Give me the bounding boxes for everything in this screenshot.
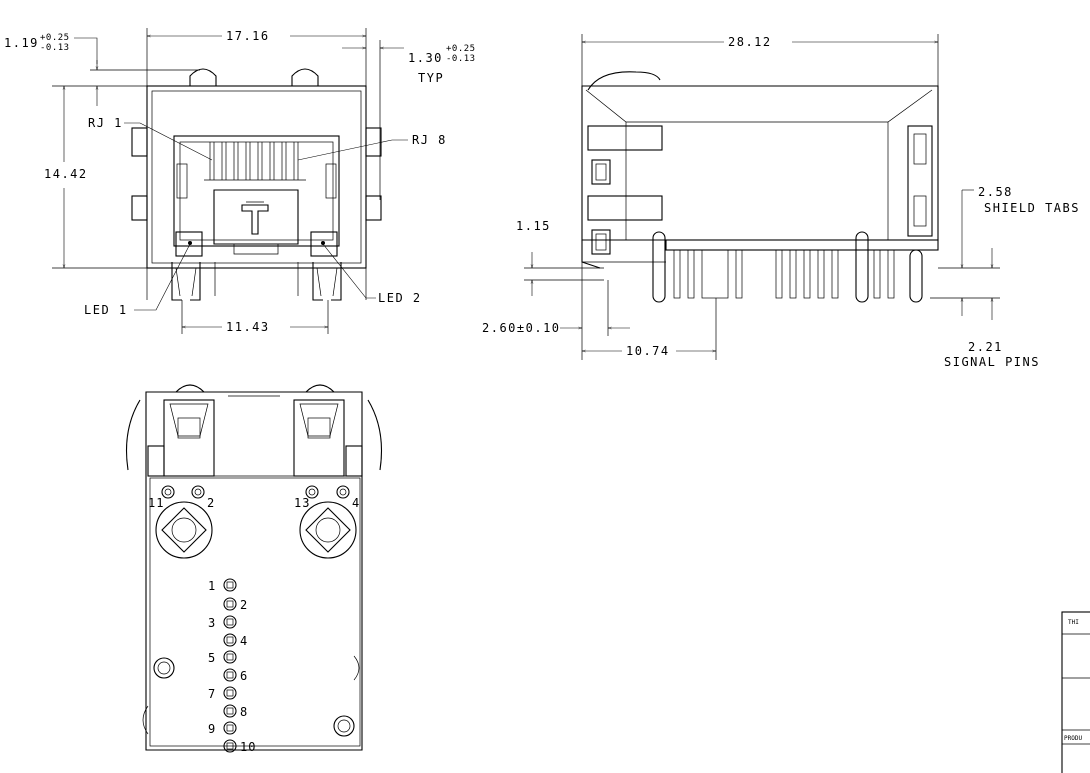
pin-label-2: 2 [240, 598, 248, 612]
led-pin-13: 13 [294, 496, 310, 510]
title-block: THI PRODU [1061, 611, 1090, 773]
dim-offset-label: 2.60±0.10 [482, 321, 561, 335]
pin-label-4: 4 [240, 634, 248, 648]
pin-label-3: 3 [208, 616, 216, 630]
label-rj8: RJ 8 [412, 133, 447, 147]
dim-tol-right-note: TYP [418, 71, 444, 85]
dim-tol-right-value: 1.30 [408, 51, 443, 65]
pin-label-5: 5 [208, 651, 216, 665]
dim-width-label: 17.16 [226, 29, 270, 43]
led-pin-4: 4 [352, 496, 360, 510]
pin-label-6: 6 [240, 669, 248, 683]
signal-pins-side [673, 249, 923, 303]
led-pin-2: 2 [207, 496, 215, 510]
dim-tol-right-plus: +0.25 [446, 44, 476, 54]
dim-shield-tabs-label: SHIELD TABS [984, 201, 1080, 215]
pin-label-7: 7 [208, 687, 216, 701]
dim-tol-left-plus: +0.25 [40, 33, 70, 43]
dim-signal-pins-label: SIGNAL PINS [944, 355, 1040, 369]
pin-label-9: 9 [208, 722, 216, 736]
led-pin-11: 11 [148, 496, 164, 510]
dim-led-pitch-label: 11.43 [226, 320, 270, 334]
dim-tol-left-value: 1.19 [4, 36, 39, 50]
bottom-view: 11 2 13 4 1 3 5 7 9 2 4 6 8 [125, 384, 383, 754]
dim-tol-left-minus: -0.13 [40, 43, 70, 53]
dim-small-label: 1.15 [516, 219, 551, 233]
dim-height-label: 14.42 [44, 167, 88, 181]
title-block-text-2: PRODU [1064, 735, 1082, 742]
dim-shield-tabs-value: 2.58 [978, 185, 1013, 199]
signal-pin-holes [223, 578, 237, 753]
pin-label-8: 8 [240, 705, 248, 719]
pin-label-10: 10 [240, 740, 256, 754]
rj-contacts [204, 142, 306, 181]
front-view: 17.16 1.19 +0.25 -0.13 1.30 +0.25 -0.13 … [4, 28, 476, 334]
dim-signal-pins-value: 2.21 [968, 340, 1003, 354]
pin-label-1: 1 [208, 579, 216, 593]
side-view: 28.12 [482, 34, 1080, 369]
label-led1: LED 1 [84, 303, 128, 317]
dim-tol-right-minus: -0.13 [446, 54, 476, 64]
title-block-text-1: THI [1068, 619, 1079, 626]
dim-depth-label: 10.74 [626, 344, 670, 358]
label-rj1: RJ 1 [88, 116, 123, 130]
label-led2: LED 2 [378, 291, 422, 305]
dim-length-label: 28.12 [728, 35, 772, 49]
